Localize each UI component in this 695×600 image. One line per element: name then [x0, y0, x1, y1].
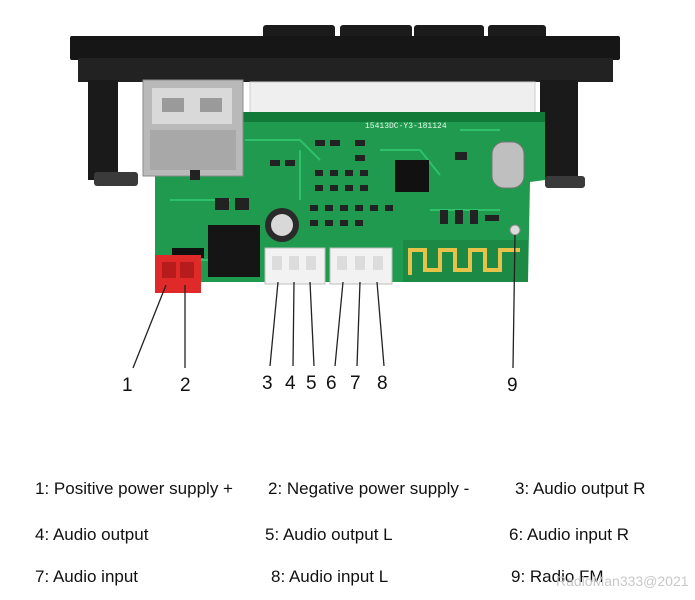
legend-item-5: 5: Audio output L: [265, 525, 393, 544]
fm-pad: [509, 224, 521, 236]
legend-item-7: 7: Audio input: [35, 567, 139, 586]
module-diagram: 15413DC-Y3-181124: [70, 25, 620, 396]
pin-number-1: 1: [122, 375, 133, 396]
silkscreen-label: 15413DC-Y3-181124: [365, 122, 447, 131]
power-connector: [155, 248, 204, 293]
leader-lines: [132, 234, 516, 369]
pin-number-2: 2: [180, 375, 191, 396]
pin-number-4: 4: [285, 373, 296, 394]
audio-output-connector: [264, 247, 326, 285]
pin-number-8: 8: [377, 373, 388, 394]
crystal-oscillator: [491, 141, 525, 189]
pin-number-3: 3: [262, 373, 273, 394]
ic-chip: [395, 160, 429, 192]
legend-item-3: 3: Audio output R: [515, 479, 646, 498]
legend-item-9: 9: Radio FM: [511, 567, 604, 586]
front-panel: [70, 25, 620, 188]
pin-number-9: 9: [507, 375, 518, 396]
legend-item-4: 4: Audio output: [35, 525, 149, 544]
legend-item-1: 1: Positive power supply +: [35, 479, 233, 498]
voltage-regulator: [208, 225, 260, 277]
usb-port: [142, 79, 244, 177]
pin-number-5: 5: [306, 373, 317, 394]
pin-number-7: 7: [350, 373, 361, 394]
bluetooth-antenna: [403, 240, 528, 282]
watermark: RadioMan333@2021: [556, 573, 689, 589]
smd-components: [190, 140, 499, 226]
lcd-strip: [249, 81, 536, 115]
legend-item-6: 6: Audio input R: [509, 525, 630, 544]
legend-item-2: 2: Negative power supply -: [268, 479, 470, 498]
legend-item-8: 8: Audio input L: [271, 567, 389, 586]
pin-number-6: 6: [326, 373, 337, 394]
audio-input-connector: [329, 247, 393, 285]
